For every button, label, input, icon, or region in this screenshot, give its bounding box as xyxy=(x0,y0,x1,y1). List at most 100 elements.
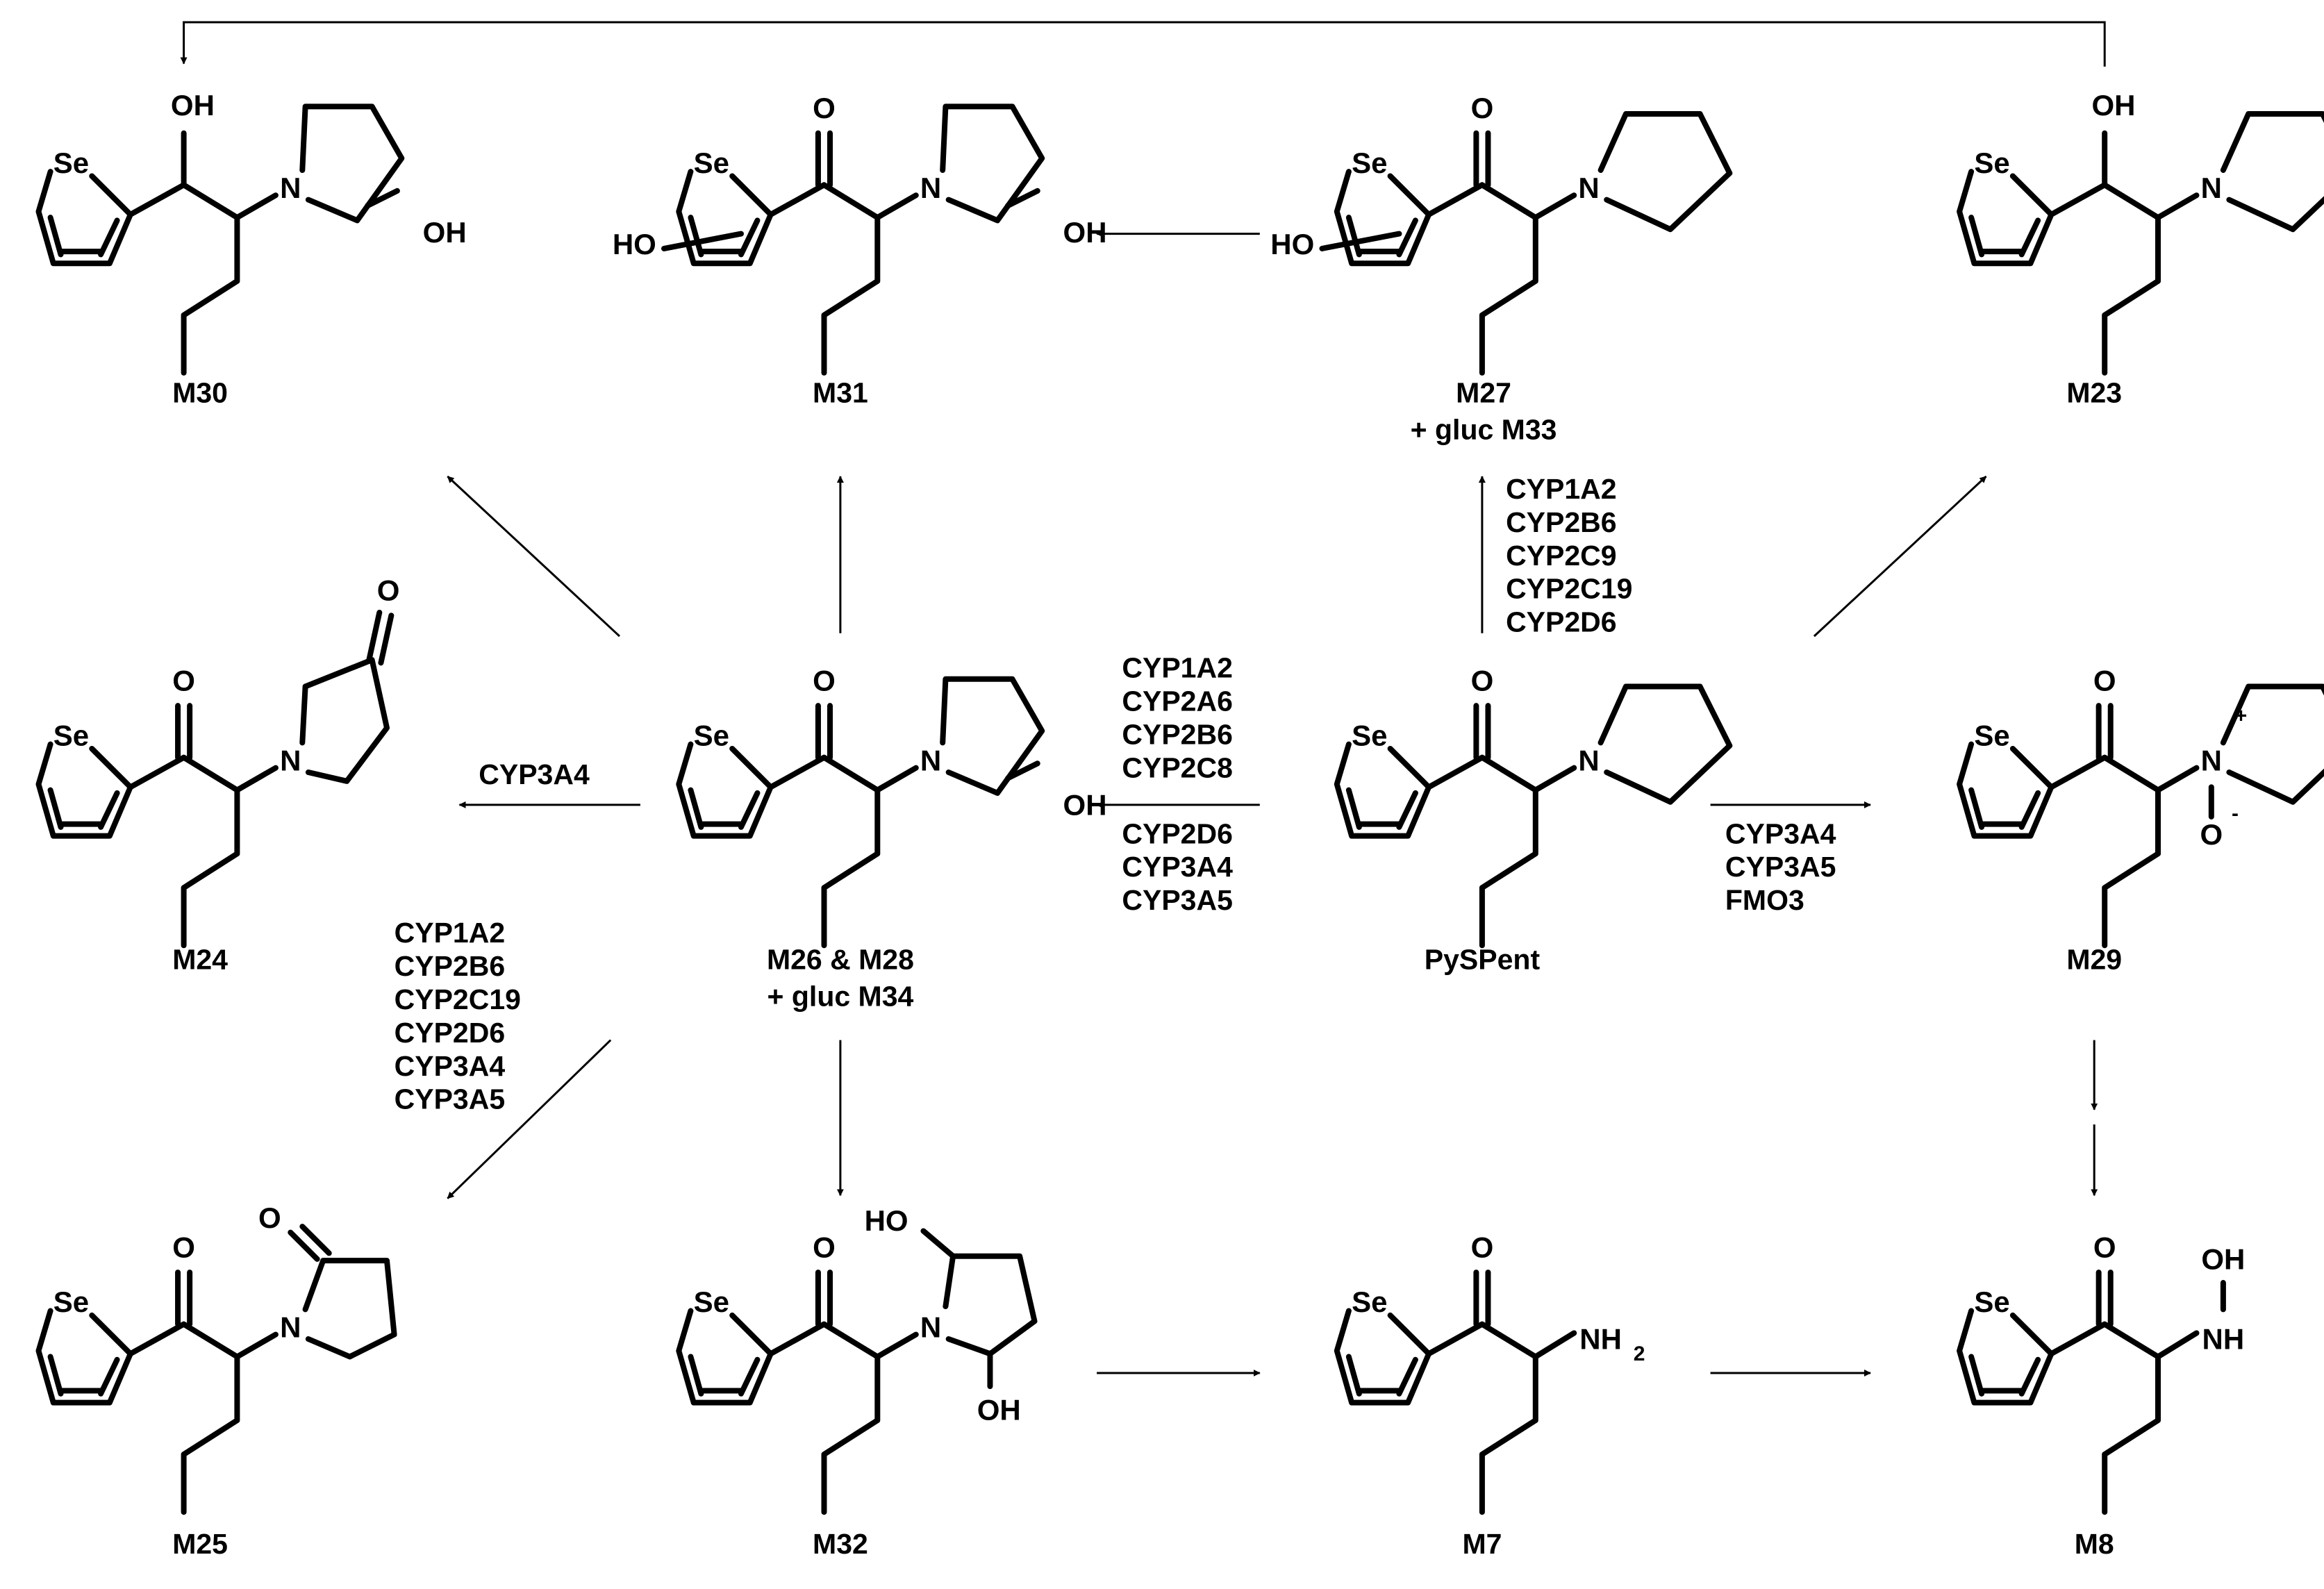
selenium-atom: Se xyxy=(53,719,89,751)
amine-subscript: 2 xyxy=(1634,1342,1645,1365)
hydroxyl-group: OH xyxy=(171,89,215,122)
selenophene-ring xyxy=(1334,1308,1432,1406)
enzyme-label: FMO3 xyxy=(1725,884,1804,916)
enzyme-label: CYP3A4 xyxy=(479,758,590,790)
compound-label-m8: M8 xyxy=(2075,1528,2114,1560)
ring-double-bond xyxy=(1396,790,1418,830)
pyrrolidine-ring xyxy=(2220,683,2324,805)
selenophene-ring xyxy=(676,741,774,839)
selenophene-ring xyxy=(1957,1308,2055,1406)
enzyme-label: CYP3A5 xyxy=(395,1083,506,1115)
enzyme-label: CYP2C8 xyxy=(1122,752,1233,784)
amine-group: NH xyxy=(1579,1322,1622,1355)
keto-oxygen: O xyxy=(377,574,400,607)
ring-double-bond xyxy=(2018,790,2041,830)
pyrrolidine-ring xyxy=(940,676,1045,796)
nitrogen-atom: N xyxy=(1578,172,1599,204)
enzyme-label: CYP3A5 xyxy=(1725,851,1836,883)
carbonyl-oxygen: O xyxy=(1471,92,1494,124)
selenophene-ring xyxy=(1957,169,2055,267)
hydroxy-position-bond xyxy=(1005,760,1040,781)
compound-label-m25: M25 xyxy=(172,1528,228,1560)
propyl-chain xyxy=(181,754,240,949)
selenium-atom: Se xyxy=(1974,719,2009,751)
ring-double-bond xyxy=(1968,1354,1985,1397)
nitrogen-atom: N xyxy=(2201,744,2222,777)
ring-double-bond xyxy=(47,787,64,830)
hydroxy-group: OH xyxy=(2201,1242,2245,1275)
c-n-bond xyxy=(1532,192,1577,221)
hydroxy-group: OH xyxy=(977,1394,1021,1426)
enzyme-label: CYP2D6 xyxy=(1122,817,1233,849)
arrow-m23-to-m30 xyxy=(180,21,2106,67)
lactam-oxygen: O xyxy=(258,1201,281,1234)
compound-label-m7: M7 xyxy=(1462,1528,1502,1560)
keto-bond xyxy=(378,613,395,666)
propyl-chain xyxy=(1479,182,1538,376)
c-n-bond xyxy=(1532,1330,1577,1360)
enzyme-label: CYP1A2 xyxy=(1122,652,1233,684)
propyl-chain xyxy=(181,182,240,376)
nitrogen-atom: N xyxy=(2201,172,2222,204)
arrow-m26-to-m25 xyxy=(447,1039,612,1199)
enzyme-label: CYP2D6 xyxy=(395,1017,506,1049)
ring-double-bond xyxy=(738,790,761,830)
propyl-chain xyxy=(821,182,881,376)
hydroxy-position-bond xyxy=(661,231,744,251)
enzyme-label: CYP1A2 xyxy=(395,917,506,949)
nitrogen-atom: N xyxy=(920,1311,941,1343)
arrows-layer xyxy=(180,21,2106,1376)
structures-layer: SeOHNOHSeHOONOHSeHOONSeOHNSeONOSeONOHSeO… xyxy=(35,89,2324,1515)
ring-double-bond xyxy=(98,1356,120,1397)
ring-carbonyl-bond xyxy=(767,182,827,217)
enzyme-label: CYP1A2 xyxy=(1506,473,1617,505)
ring-double-bond xyxy=(1968,787,1985,830)
nitrogen-atom: N xyxy=(280,172,301,204)
ring-carbonyl-bond xyxy=(767,754,827,790)
carbonyl-oxygen: O xyxy=(1471,664,1494,697)
enzyme-label: CYP3A4 xyxy=(395,1050,506,1082)
ring-double-bond xyxy=(1968,215,1985,258)
compound-sublabel-m26: + gluc M34 xyxy=(767,981,914,1013)
ring-double-bond xyxy=(1345,1354,1362,1397)
hydroxy-group: OH xyxy=(423,216,467,249)
ring-carbonyl-bond xyxy=(127,182,187,217)
propyl-chain xyxy=(1479,754,1538,949)
keto-bond xyxy=(366,609,383,663)
compound-label-m30: M30 xyxy=(172,376,228,408)
selenium-atom: Se xyxy=(53,147,89,179)
enzyme-label: CYP2C19 xyxy=(395,983,521,1015)
ring-carbonyl-bond xyxy=(2048,182,2108,217)
ring-carbonyl-bond xyxy=(1426,1321,1485,1357)
c-n-bond xyxy=(874,765,919,793)
enzyme-label: CYP2B6 xyxy=(395,950,506,982)
ring-double-bond xyxy=(47,1354,64,1397)
carbonyl-oxygen: O xyxy=(813,1231,836,1263)
propyl-chain xyxy=(181,1321,240,1515)
ring-double-bond xyxy=(98,217,120,258)
enzyme-label: CYP3A4 xyxy=(1725,817,1836,849)
propyl-chain xyxy=(2102,182,2161,376)
selenium-atom: Se xyxy=(1974,1286,2009,1318)
hydroxy-position-bond xyxy=(1005,188,1040,209)
compound-label-m26: M26 & M28 xyxy=(767,943,914,975)
propyl-chain xyxy=(1479,1321,1538,1515)
nitrogen-atom: N xyxy=(280,744,301,777)
positive-charge: + xyxy=(2235,705,2248,728)
propyl-chain xyxy=(821,754,881,949)
enzyme-label: CYP2D6 xyxy=(1506,606,1617,638)
c-n-bond xyxy=(874,192,919,221)
enzyme-label: CYP2C19 xyxy=(1506,573,1632,605)
selenium-atom: Se xyxy=(694,719,729,751)
ring-carbonyl-bond xyxy=(1426,754,1485,790)
compound-label-m29: M29 xyxy=(2066,943,2122,975)
lactam-bond xyxy=(299,1224,332,1256)
